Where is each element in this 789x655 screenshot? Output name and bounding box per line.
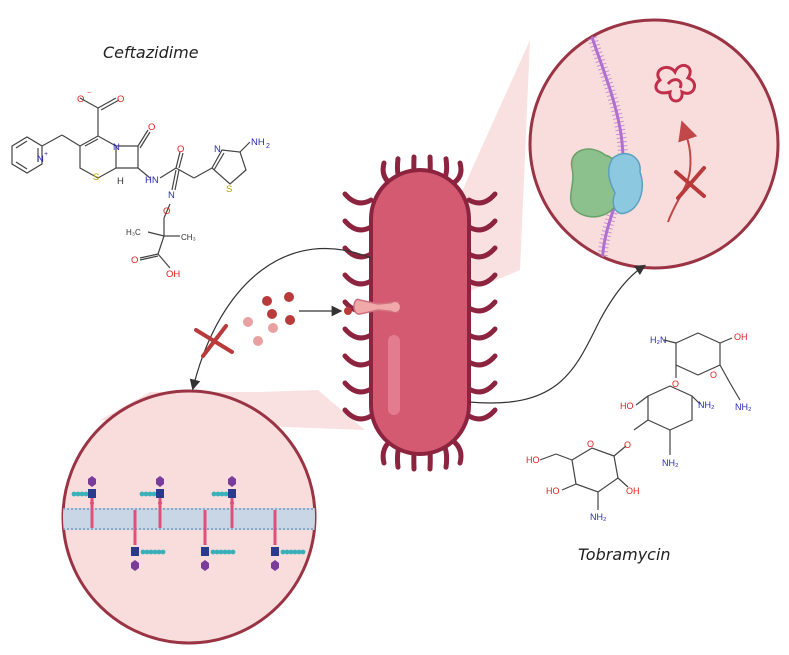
atom-s: S: [93, 172, 99, 183]
tobramycin-label: Tobramycin: [578, 545, 671, 564]
arrow-to-ribosome-lens: [468, 264, 647, 404]
flagellum: [466, 191, 498, 206]
flagellum: [342, 353, 374, 368]
flagellum: [342, 218, 374, 233]
flagellum: [466, 380, 498, 395]
atom-ho-left: HO: [526, 455, 540, 465]
protein-squiggle: [654, 63, 697, 103]
membrane-lens: [61, 389, 317, 645]
flagellum: [466, 326, 498, 341]
atom-nh2-side: NH₂: [735, 402, 752, 412]
flagellum: [342, 272, 374, 287]
atom-nh2-bottom: NH₂: [590, 512, 607, 522]
membrane-blocked-x-icon: [194, 324, 234, 358]
flagellum: [342, 191, 374, 206]
atom-plus: +: [44, 151, 48, 158]
atom-o-oxime: O: [163, 206, 170, 217]
atom-n-thiazole: N: [214, 144, 221, 155]
atom-n-plus: N: [37, 154, 44, 165]
atom-n: N: [113, 142, 120, 153]
ceftazidime-atom-labels: O − O N + N S H O HN O N S NH 2 N O H₃C …: [37, 90, 270, 280]
atom-n-imine: N: [168, 190, 175, 201]
atom-h: H: [117, 176, 124, 187]
atom-charge: −: [87, 90, 91, 97]
flagellum: [466, 272, 498, 287]
arrow-to-membrane-lens: [189, 247, 372, 391]
antibiotic-molecules: [243, 292, 352, 346]
flagellum: [342, 407, 374, 422]
atom-nh2-low: NH₂: [662, 458, 679, 468]
atom-oh-top: OH: [734, 332, 748, 342]
flagellum: [466, 299, 498, 314]
bacterium-highlight: [388, 335, 400, 415]
atom-nh2: NH: [251, 137, 265, 148]
ceftazidime-label: Ceftazidime: [103, 43, 199, 62]
atom-nh2-mid: NH₂: [698, 400, 715, 410]
flagellum: [342, 326, 374, 341]
flagellum: [342, 380, 374, 395]
atom-ho-mid: HO: [620, 401, 634, 411]
atom-ch3-b: CH₃: [181, 233, 196, 242]
tobramycin-structure: [539, 332, 741, 510]
lipid-bilayer: [63, 508, 315, 530]
atom-o-acid: O: [131, 255, 138, 266]
atom-h2n: H₂N: [650, 335, 667, 345]
tobramycin-atom-labels: H₂N OH O O NH₂ HO NH₂ O NH₂ HO O HO OH N…: [526, 332, 752, 522]
atom-oh: OH: [166, 269, 180, 280]
atom-o-minus: O: [77, 94, 84, 105]
atom-s-thiazole: S: [226, 184, 232, 195]
flagellum: [466, 218, 498, 233]
flagellum: [466, 245, 498, 260]
atom-nh2-sub: 2: [266, 143, 270, 150]
flagellum: [466, 407, 498, 422]
atom-o: O: [117, 94, 124, 105]
atom-o-link1: O: [672, 379, 679, 389]
synthesis-arrow: [667, 120, 698, 223]
flagellum: [466, 353, 498, 368]
synthesis-blocked-x-icon: [674, 166, 706, 200]
atom-hn: HN: [145, 175, 159, 186]
atom-ho-bottom: HO: [546, 486, 560, 496]
bacterium: [353, 168, 471, 456]
atom-oh-bottom: OH: [626, 486, 640, 496]
ribosome-lens: [528, 18, 780, 270]
atom-o-link2: O: [624, 440, 631, 450]
atom-o-amide: O: [177, 144, 184, 155]
flagellum: [342, 245, 374, 260]
atom-o-lactam: O: [148, 122, 155, 133]
atom-o-ring3: O: [587, 439, 594, 449]
ribosome-small-subunit: [607, 152, 643, 215]
atom-ch3-a: H₃C: [126, 228, 141, 237]
ceftazidime-structure: [11, 97, 251, 269]
atom-o-ring1: O: [710, 370, 717, 380]
